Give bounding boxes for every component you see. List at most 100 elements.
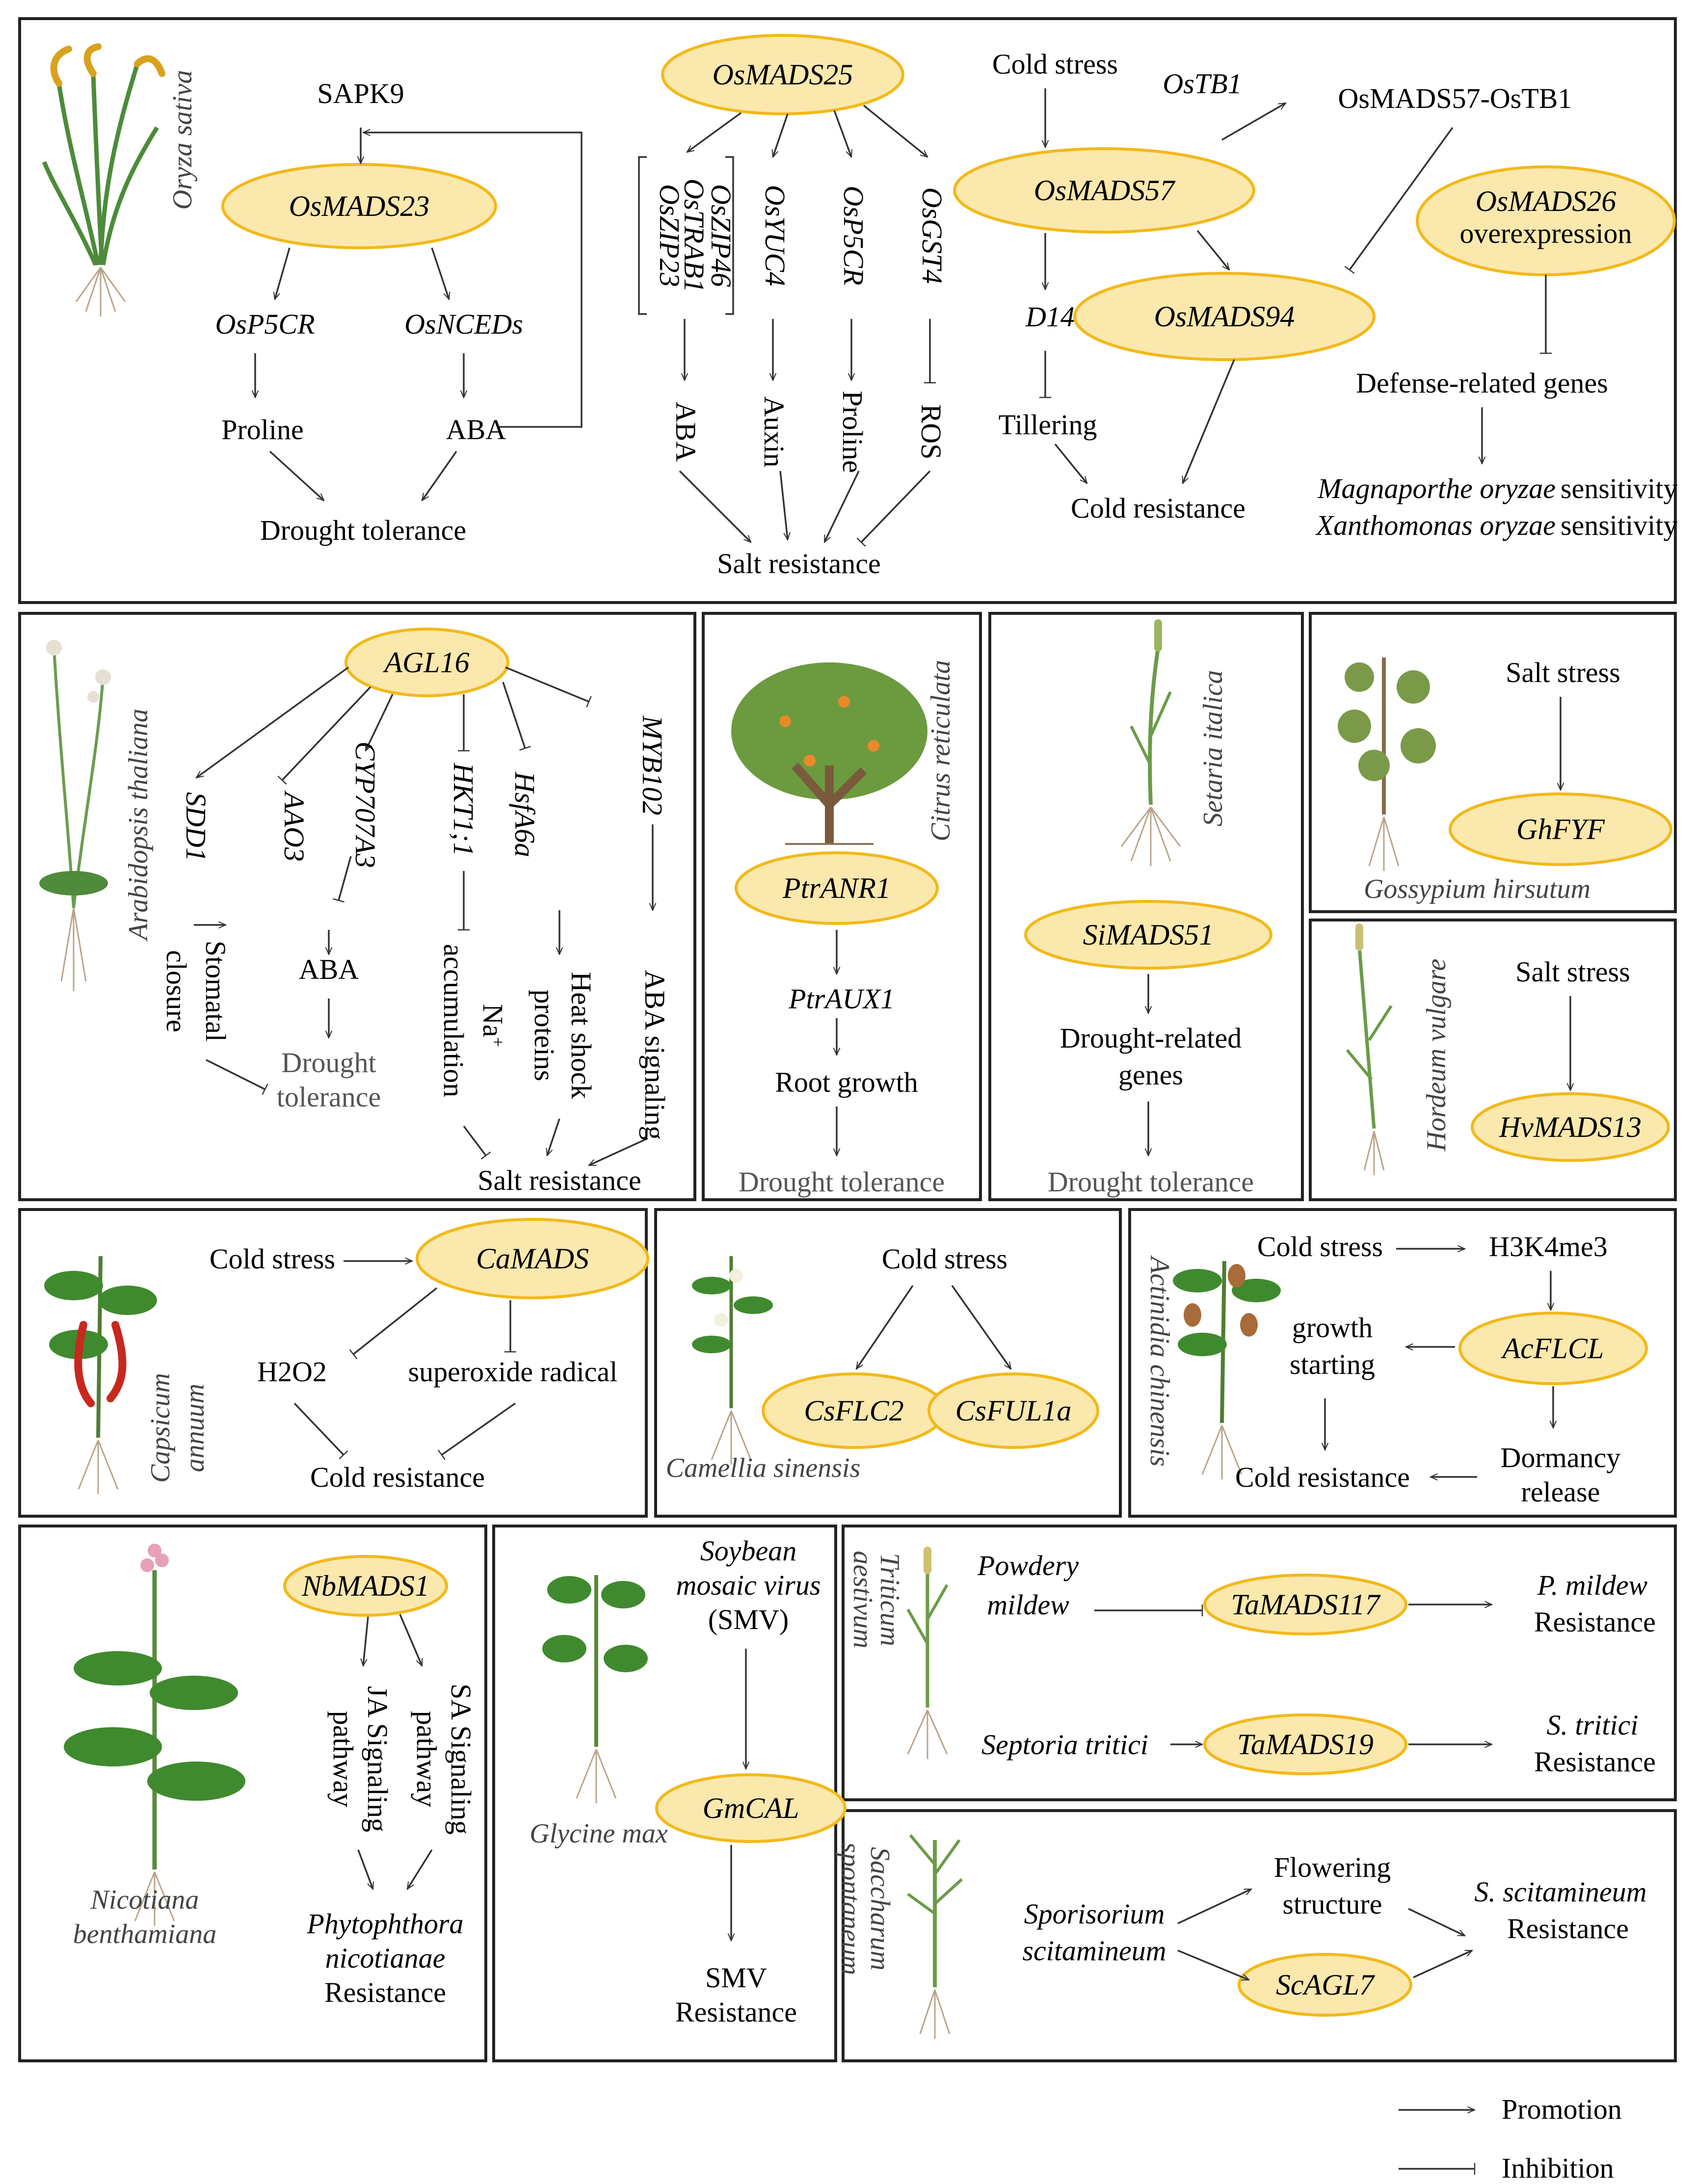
dormancy-label: Dormancy bbox=[1501, 1442, 1621, 1474]
soybean-plant-icon bbox=[542, 1575, 648, 1803]
osmads23-label: OsMADS23 bbox=[289, 190, 430, 222]
citrus-tree-icon bbox=[731, 662, 927, 845]
ptranr1-node bbox=[735, 851, 939, 925]
ostrab1-label: OsTRAB1 bbox=[678, 179, 710, 292]
tolerance-label: tolerance bbox=[277, 1081, 381, 1113]
mildew-label: mildew bbox=[987, 1589, 1069, 1621]
agl16-node bbox=[344, 628, 509, 697]
overexpression-label: overexpression bbox=[1459, 217, 1632, 249]
s-tritici-resistance-label: Resistance bbox=[1534, 1746, 1656, 1778]
tamads117-node bbox=[1203, 1574, 1407, 1635]
panel-cotton bbox=[1309, 612, 1677, 913]
osmads23-node bbox=[221, 163, 497, 249]
simads51-node bbox=[1024, 900, 1272, 970]
flowering-label: Flowering bbox=[1274, 1851, 1391, 1883]
pepper-species-label-2: annuum bbox=[180, 1384, 210, 1472]
aba-2-label: ABA bbox=[670, 402, 702, 462]
setaria-labels: Setaria italica SiMADS51 Drought-related… bbox=[1048, 670, 1254, 1198]
salt-stress-label: Salt stress bbox=[1506, 657, 1620, 688]
root-growth-label: Root growth bbox=[775, 1066, 918, 1098]
septoria-label: Septoria tritici bbox=[981, 1729, 1148, 1761]
cold-stress-label: Cold stress bbox=[882, 1243, 1007, 1275]
drought-tolerance-label: Drought tolerance bbox=[260, 514, 466, 546]
pepper-plant-icon bbox=[44, 1256, 157, 1494]
citrus-species-label: Citrus reticulata bbox=[926, 660, 956, 842]
release-label: release bbox=[1521, 1476, 1600, 1508]
osmads25-node bbox=[661, 34, 904, 115]
ja-signaling-label: JA Signaling bbox=[362, 1686, 394, 1832]
ptranr1-label: PtrANR1 bbox=[782, 872, 891, 904]
barley-species-label: Hordeum vulgare bbox=[1421, 959, 1452, 1152]
panel-rice bbox=[18, 17, 1677, 604]
tamads117-label: TaMADS117 bbox=[1231, 1588, 1381, 1621]
panel-arabidopsis bbox=[18, 612, 696, 1201]
wheat-species-label-1: Triticum bbox=[874, 1553, 905, 1646]
tobacco-plant-icon bbox=[64, 1544, 245, 1926]
hvmads13-node bbox=[1471, 1092, 1670, 1162]
kiwi-labels: Actinidia chinensis Cold stress H3K4me3 … bbox=[1144, 1231, 1620, 1508]
myb102-label: MYB102 bbox=[636, 715, 668, 816]
closure-label: closure bbox=[160, 950, 192, 1032]
tea-labels: Cold stress CsFLC2 CsFUL1a Camellia sine… bbox=[666, 1243, 1072, 1483]
drought-tolerance-label: Drought tolerance bbox=[739, 1166, 945, 1198]
sapk9-label: SAPK9 bbox=[317, 78, 404, 109]
p-mildew-resistance-label: Resistance bbox=[1534, 1606, 1656, 1638]
ros-label: ROS bbox=[915, 404, 947, 460]
tea-species-label: Camellia sinensis bbox=[666, 1453, 861, 1483]
tillering-label: Tillering bbox=[999, 409, 1097, 441]
aao3-label: AAO3 bbox=[278, 790, 310, 862]
osmads57-label: OsMADS57 bbox=[1034, 174, 1176, 207]
rice-species-label: Oryza sativa bbox=[167, 70, 198, 210]
rice-plant-icon bbox=[42, 43, 165, 316]
h3k4me3-label: H3K4me3 bbox=[1489, 1231, 1608, 1263]
soybean-virus-label-1: Soybean bbox=[700, 1535, 797, 1567]
xanthomonas-sensitivity-label: sensitivity bbox=[1561, 509, 1677, 541]
drought-tolerance-label: Drought tolerance bbox=[1048, 1166, 1254, 1198]
cold-stress-label: Cold stress bbox=[210, 1243, 335, 1275]
s-tritici-label: S. tritici bbox=[1547, 1709, 1639, 1741]
osmads94-node bbox=[1073, 272, 1376, 361]
csful1a-label: CsFUL1a bbox=[955, 1395, 1072, 1427]
salt-resistance-label: Salt resistance bbox=[717, 548, 880, 579]
ostb1-label: OsTB1 bbox=[1163, 68, 1242, 100]
panel-pepper bbox=[18, 1208, 648, 1518]
osmads26-label: OsMADS26 bbox=[1476, 185, 1616, 217]
csful1a-node bbox=[927, 1372, 1099, 1449]
ghfyf-label: GhFYF bbox=[1516, 813, 1605, 845]
superoxide-label: superoxide radical bbox=[408, 1356, 618, 1388]
tobacco-labels: NbMADS1 JA Signaling pathway SA Signalin… bbox=[73, 1570, 477, 2008]
resistance-label: Resistance bbox=[324, 1976, 446, 2008]
sugarcane-labels: Saccharum spontaneum Sporisorium scitami… bbox=[835, 1842, 1647, 2001]
panel-tobacco bbox=[18, 1525, 487, 2062]
magnaporthe-label: Magnaporthe oryzae bbox=[1317, 473, 1556, 504]
hkt11-label: HKT1;1 bbox=[448, 763, 479, 856]
osgst4-label: OsGST4 bbox=[916, 187, 948, 284]
tamads19-node bbox=[1203, 1713, 1407, 1775]
sa-signaling-label: SA Signaling bbox=[445, 1684, 477, 1835]
osmads94-label: OsMADS94 bbox=[1154, 300, 1295, 333]
growth-label: growth bbox=[1292, 1312, 1373, 1343]
ja-pathway-label: pathway bbox=[327, 1711, 359, 1808]
soybean-virus-label-3: (SMV) bbox=[708, 1604, 789, 1635]
panel-citrus bbox=[702, 612, 982, 1201]
tea-plant-icon bbox=[692, 1256, 773, 1465]
osp5cr-2-label: OsP5CR bbox=[838, 186, 870, 286]
cold-resistance-label: Cold resistance bbox=[1235, 1461, 1410, 1493]
scitamineum-label: scitamineum bbox=[1022, 1935, 1166, 1967]
scagl7-label: ScAGL7 bbox=[1276, 1969, 1376, 2001]
csflc2-label: CsFLC2 bbox=[804, 1395, 903, 1427]
legend: Promotion Inhibition bbox=[1502, 2093, 1622, 2184]
starting-label: starting bbox=[1290, 1348, 1375, 1380]
panel-tea bbox=[654, 1208, 1122, 1518]
cyp707a3-label: CYP707A3 bbox=[349, 741, 381, 868]
sugarcane-plant-icon bbox=[907, 1834, 963, 2039]
auxin-label: Auxin bbox=[758, 396, 790, 468]
wheat-species-label-2: aestivum bbox=[847, 1551, 878, 1648]
p-mildew-label: P. mildew bbox=[1537, 1569, 1648, 1601]
sugarcane-species-label-1: Saccharum bbox=[865, 1847, 895, 1971]
agl16-label: AGL16 bbox=[382, 646, 469, 679]
accumulation-label: accumulation bbox=[438, 944, 470, 1097]
tobacco-species-label-2: benthamiana bbox=[73, 1919, 216, 1949]
defense-genes-label: Defense-related genes bbox=[1356, 367, 1608, 399]
